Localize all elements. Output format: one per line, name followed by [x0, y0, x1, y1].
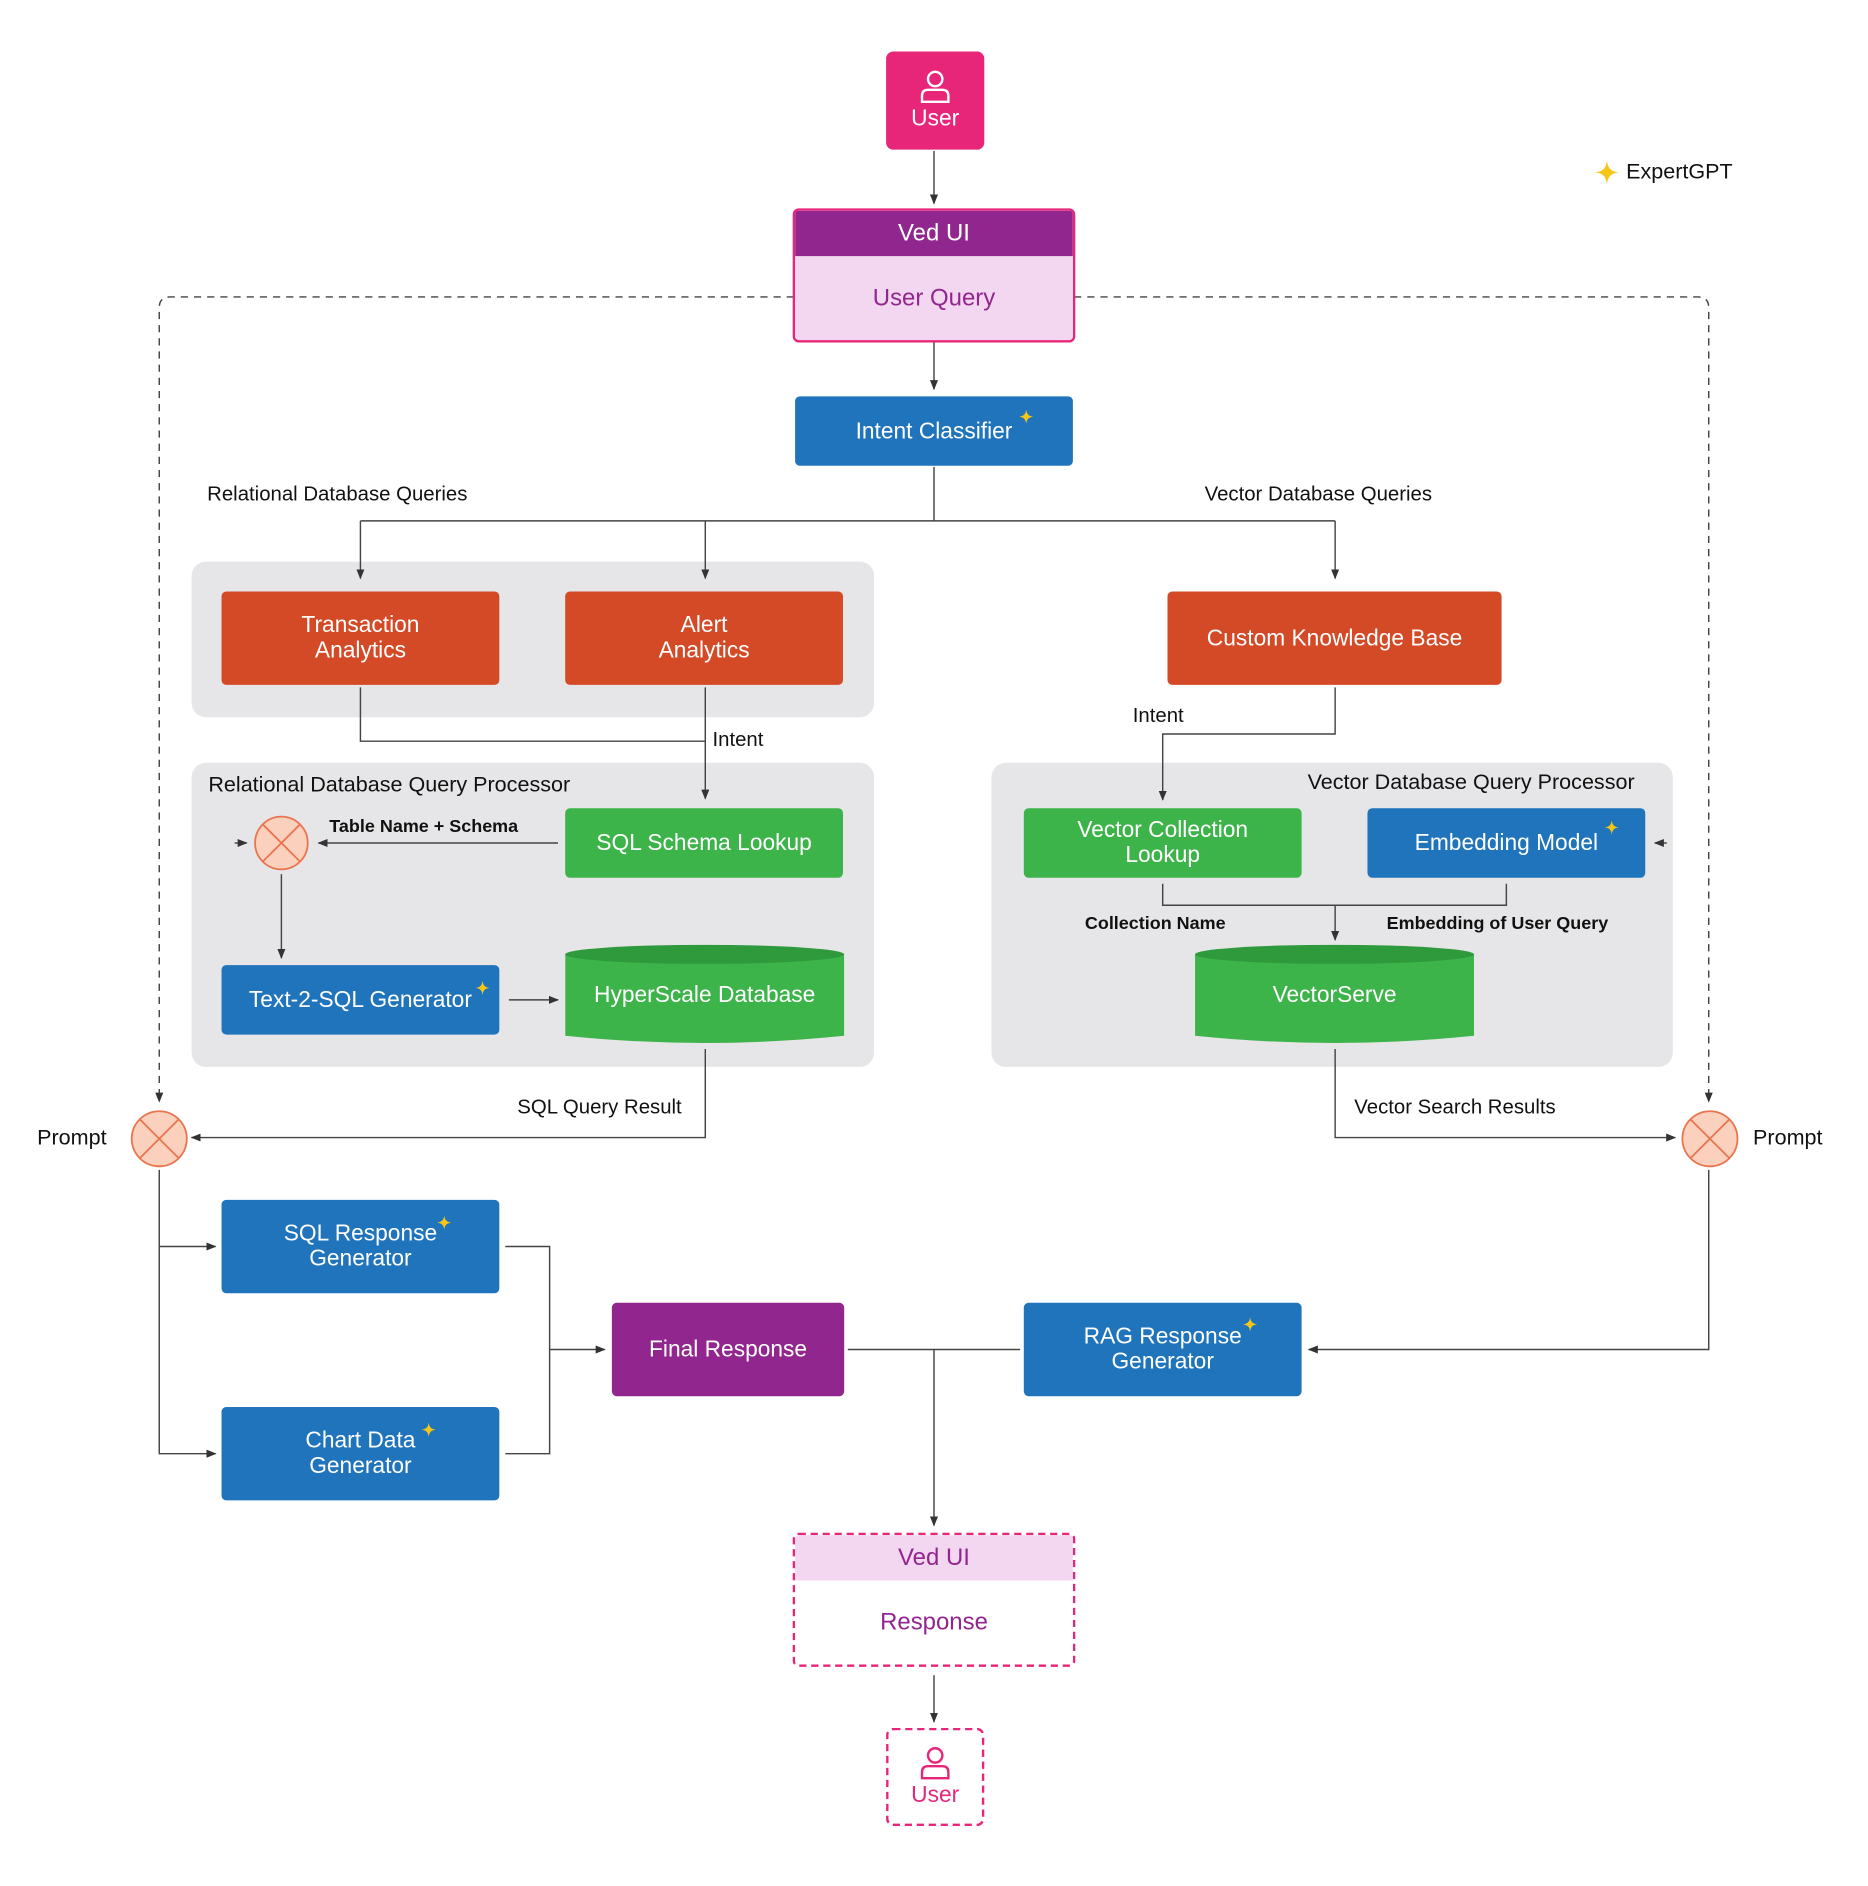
arrow-generators-to-final [505, 1245, 604, 1455]
user-icon [920, 70, 950, 103]
user-node-top: User [886, 51, 985, 150]
intent-classifier-label: Intent Classifier [855, 418, 1013, 444]
embedding-of-user-query-label: Embedding of User Query [1386, 913, 1609, 934]
vectorserve-node: VectorServe [1195, 944, 1475, 1046]
rag-response-line-1: RAG Response [1083, 1324, 1242, 1350]
sparkle-icon [421, 1422, 436, 1437]
vector-store-cylinder-icon [1195, 944, 1475, 1043]
embedding-model-node: Embedding Model [1367, 808, 1646, 878]
transaction-analytics-line-1: Transaction [301, 613, 420, 639]
schema-mixer-icon [254, 815, 309, 871]
response-label: Response [795, 1580, 1073, 1665]
rag-response-generator-node: RAG Response Generator [1023, 1302, 1302, 1397]
user-query-label: User Query [795, 256, 1073, 341]
sql-schema-lookup-node: SQL Schema Lookup [565, 808, 843, 878]
sparkle-icon [475, 980, 490, 996]
alert-analytics-node: Alert Analytics [565, 591, 843, 685]
final-response-label: Final Response [648, 1336, 808, 1363]
sql-schema-lookup-label: SQL Schema Lookup [596, 830, 812, 856]
relational-intent-label: Intent [712, 728, 764, 751]
classifier-branch-line [360, 466, 1336, 522]
prompt-mixer-left-icon [130, 1110, 188, 1168]
ved-ui-response-panel: Ved UI Response [792, 1532, 1076, 1667]
vector-collection-lookup-node: Vector Collection Lookup [1023, 808, 1302, 878]
final-response-node: Final Response [611, 1302, 845, 1397]
vector-collection-line-1: Vector Collection [1077, 817, 1249, 843]
sparkle-icon [1594, 159, 1619, 184]
sql-response-generator-node: SQL Response Generator [221, 1199, 500, 1294]
prompt-label-right: Prompt [1753, 1125, 1823, 1150]
arrow-prompt-to-rag [1307, 1169, 1710, 1354]
hyperscale-database-label: HyperScale Database [594, 983, 816, 1009]
user-label-bottom: User [911, 1782, 960, 1809]
sparkle-icon [437, 1215, 452, 1230]
sql-query-result-label: SQL Query Result [517, 1095, 682, 1119]
brand-label: ExpertGPT [1626, 159, 1733, 184]
hyperscale-database-node: HyperScale Database [565, 944, 845, 1046]
expertgpt-brand: ExpertGPT [1594, 159, 1733, 184]
text2sql-generator-label: Text-2-SQL Generator [248, 987, 472, 1013]
intent-classifier-node: Intent Classifier [795, 396, 1073, 466]
sql-response-line-2: Generator [309, 1246, 412, 1272]
vector-branch-label: Vector Database Queries [1204, 482, 1433, 506]
ved-ui-header: Ved UI [795, 210, 1073, 257]
user-node-bottom: User [886, 1727, 985, 1827]
ved-ui-query-panel: Ved UI User Query [792, 208, 1076, 343]
alert-analytics-line-1: Alert [680, 613, 728, 639]
relational-branch-label: Relational Database Queries [207, 482, 468, 506]
vector-search-results-label: Vector Search Results [1354, 1095, 1556, 1119]
chart-data-line-2: Generator [309, 1453, 412, 1479]
vector-collection-line-2: Lookup [1125, 842, 1201, 869]
chart-data-line-1: Chart Data [305, 1428, 416, 1454]
prompt-label-left: Prompt [37, 1125, 107, 1150]
alert-analytics-line-2: Analytics [658, 638, 750, 664]
ved-ui-response-header: Ved UI [795, 1535, 1073, 1581]
text2sql-generator-node: Text-2-SQL Generator [221, 965, 500, 1035]
sql-response-line-1: SQL Response [283, 1221, 438, 1247]
vectorserve-label: VectorServe [1272, 983, 1397, 1009]
rag-response-line-2: Generator [1111, 1349, 1214, 1375]
user-label-top: User [911, 106, 960, 132]
vector-processor-title: Vector Database Query Processor [1307, 769, 1635, 794]
collection-name-label: Collection Name [1084, 913, 1226, 934]
sparkle-icon [1604, 820, 1619, 835]
table-schema-label: Table Name + Schema [329, 816, 519, 838]
embedding-model-label: Embedding Model [1414, 830, 1599, 856]
user-icon-bottom [920, 1747, 950, 1780]
sparkle-icon [1019, 409, 1034, 424]
relational-processor-title: Relational Database Query Processor [208, 772, 571, 797]
sparkle-icon [1242, 1317, 1258, 1332]
vector-intent-label: Intent [1132, 704, 1184, 727]
custom-knowledge-base-label: Custom Knowledge Base [1206, 625, 1463, 651]
prompt-mixer-right-icon [1681, 1110, 1739, 1168]
database-cylinder-icon [565, 944, 845, 1043]
arrow-prompt-to-sql-gen [158, 1169, 217, 1251]
chart-data-generator-node: Chart Data Generator [221, 1406, 500, 1501]
transaction-analytics-node: Transaction Analytics [221, 591, 500, 685]
transaction-analytics-line-2: Analytics [314, 638, 406, 664]
arrow-prompt-to-chart-gen [158, 1246, 217, 1458]
custom-knowledge-base-node: Custom Knowledge Base [1167, 591, 1502, 685]
